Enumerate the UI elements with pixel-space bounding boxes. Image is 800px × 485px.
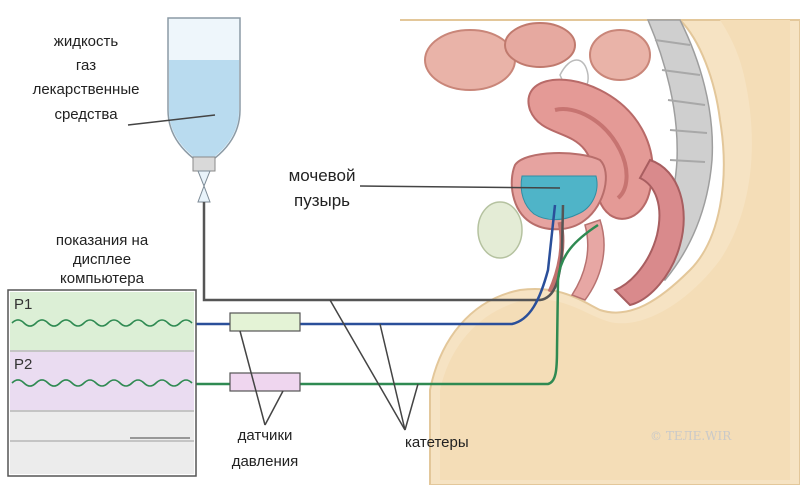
sensors-label-line-1: датчики: [238, 427, 293, 444]
vagina: [570, 219, 605, 301]
leader-catheter-3: [404, 383, 419, 431]
uterus: [527, 78, 654, 220]
bladder-label-line-2: пузырь: [294, 191, 350, 210]
channel-3-panel: [10, 412, 194, 440]
display-label-line-2: дисплее: [73, 251, 131, 268]
leader-infusion: [127, 114, 216, 126]
infusion-label-line-3: лекарственные: [33, 81, 140, 98]
display-label: показания на дисплее компьютера: [56, 232, 149, 287]
display-label-line-1: показания на: [56, 232, 149, 249]
leader-lines: [127, 114, 561, 431]
bottle-fluid: [169, 60, 239, 157]
infusion-label-line-4: средства: [54, 106, 118, 123]
infusion-tube: [202, 202, 565, 302]
pubic-bone: [477, 201, 523, 259]
bladder-label: мочевой пузырь: [289, 166, 356, 210]
channel-p2-panel: [10, 352, 194, 410]
pressure-wave-p2: [11, 379, 193, 387]
leader-catheter-2: [379, 323, 406, 431]
catheter-p2: [196, 223, 599, 386]
catheters-label: катетеры: [405, 434, 469, 451]
leader-sensor-2: [264, 390, 284, 426]
leader-bladder: [359, 185, 561, 189]
bladder-fluid: [520, 175, 598, 221]
intestine-loop-2: [504, 22, 576, 68]
channel-p1-label: P1: [14, 296, 32, 313]
channel-4-panel: [10, 442, 194, 474]
computer-display: P1 P2: [7, 289, 197, 477]
catheter-p1: [196, 204, 557, 326]
spine-segments: [654, 39, 708, 163]
bottle-cap: [192, 156, 216, 172]
pressure-wave-p1: [11, 319, 193, 327]
uterine-cavity: [554, 107, 629, 200]
skin-layer: [400, 20, 790, 480]
drip-chamber: [197, 170, 211, 203]
leader-catheter-1: [329, 299, 406, 431]
infusion-label: жидкость газ лекарственные средства: [33, 33, 140, 123]
pressure-sensor-1: [229, 312, 301, 332]
channel-p2-label: P2: [14, 356, 32, 373]
pelvis-anatomy: [400, 19, 800, 485]
rectum: [613, 158, 685, 307]
intestine-loop-1: [424, 29, 516, 91]
channel-p1-panel: [10, 292, 194, 350]
intestine-loop-3: [589, 29, 651, 81]
infusion-bottle: [167, 17, 241, 203]
pressure-sensor-2: [229, 372, 301, 392]
watermark: © ТЕЛЕ.WIR: [650, 429, 732, 443]
sensors-label: датчики давления: [232, 427, 299, 470]
bladder-label-line-1: мочевой: [289, 166, 356, 185]
infusion-label-line-1: жидкость: [54, 33, 119, 50]
display-label-line-3: компьютера: [60, 270, 145, 287]
catheter-lines: [196, 202, 599, 386]
infusion-label-line-2: газ: [76, 57, 96, 74]
leader-sensor-1: [239, 330, 266, 426]
sensors-label-line-2: давления: [232, 453, 299, 470]
